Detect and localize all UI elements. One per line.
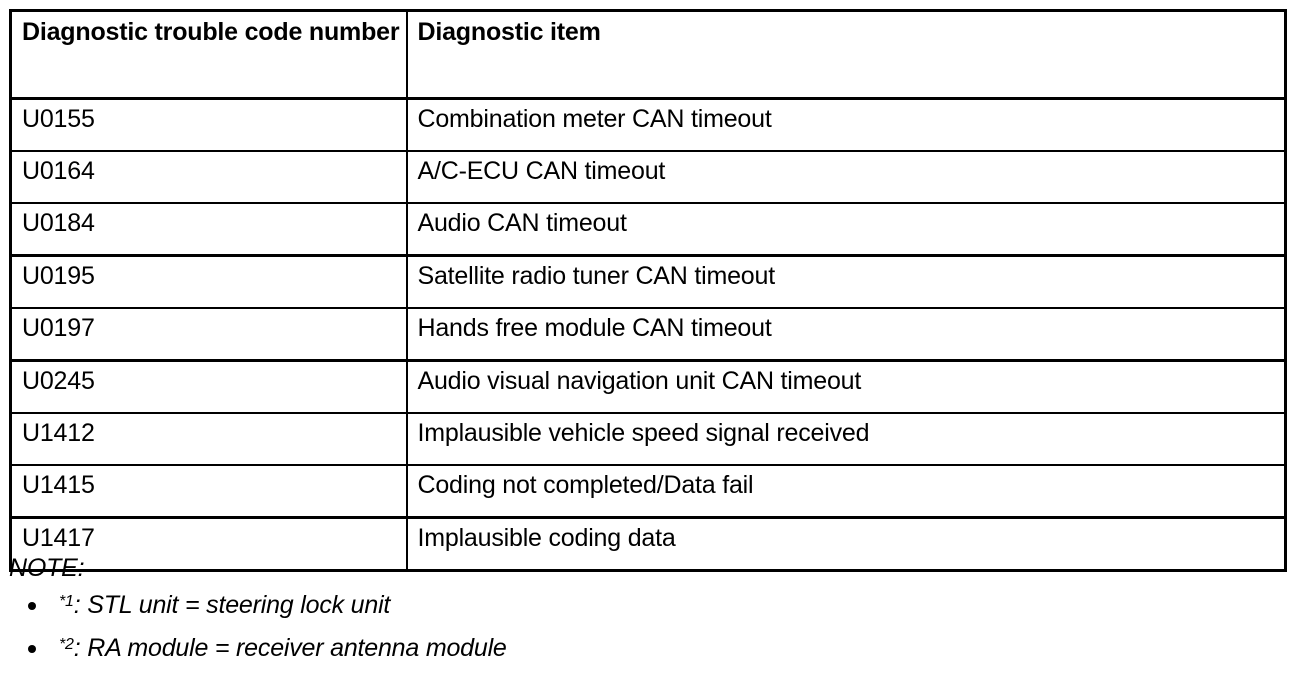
note-text: : STL unit = steering lock unit bbox=[73, 591, 391, 619]
cell-code: U0195 bbox=[9, 254, 408, 309]
cell-item: Audio CAN timeout bbox=[405, 202, 1287, 257]
cell-code: U1415 bbox=[9, 464, 408, 519]
table-header-row: Diagnostic trouble code number Diagnosti… bbox=[9, 9, 1287, 100]
diagnostic-trouble-code-table: Diagnostic trouble code number Diagnosti… bbox=[9, 9, 1287, 572]
cell-item: Coding not completed/Data fail bbox=[405, 464, 1287, 519]
cell-item: Satellite radio tuner CAN timeout bbox=[405, 254, 1287, 309]
note-list: *1: STL unit = steering lock unit *2: RA … bbox=[9, 593, 1299, 661]
note-item: *2: RA module = receiver antenna module bbox=[9, 636, 1299, 661]
cell-code: U0197 bbox=[9, 307, 408, 362]
note-block: NOTE: *1: STL unit = steering lock unit*… bbox=[9, 556, 1299, 679]
cell-item: Implausible coding data bbox=[405, 516, 1287, 572]
cell-item: Implausible vehicle speed signal receive… bbox=[405, 412, 1287, 466]
cell-code: U1412 bbox=[9, 412, 408, 466]
cell-code: U0245 bbox=[9, 359, 408, 414]
cell-item: A/C-ECU CAN timeout bbox=[405, 150, 1287, 204]
cell-item: Combination meter CAN timeout bbox=[405, 97, 1287, 152]
cell-code: U1417 bbox=[9, 516, 408, 572]
table-header: Diagnostic trouble code number Diagnosti… bbox=[9, 9, 1287, 100]
note-footnote-marker: *1 bbox=[59, 593, 74, 610]
cell-code: U0164 bbox=[9, 150, 408, 204]
note-label: NOTE: bbox=[9, 554, 85, 582]
note-footnote-marker: *2 bbox=[59, 636, 74, 653]
bullet-icon bbox=[28, 645, 36, 653]
cell-item: Hands free module CAN timeout bbox=[405, 307, 1287, 362]
bullet-icon bbox=[28, 602, 36, 610]
cell-item: Audio visual navigation unit CAN timeout bbox=[405, 359, 1287, 414]
column-header-code: Diagnostic trouble code number bbox=[9, 9, 408, 100]
note-text: : RA module = receiver antenna module bbox=[73, 634, 507, 662]
cell-code: U0155 bbox=[9, 97, 408, 152]
note-item: *1: STL unit = steering lock unit bbox=[9, 593, 1299, 618]
cell-code: U0184 bbox=[9, 202, 408, 257]
column-header-item: Diagnostic item bbox=[405, 9, 1287, 100]
